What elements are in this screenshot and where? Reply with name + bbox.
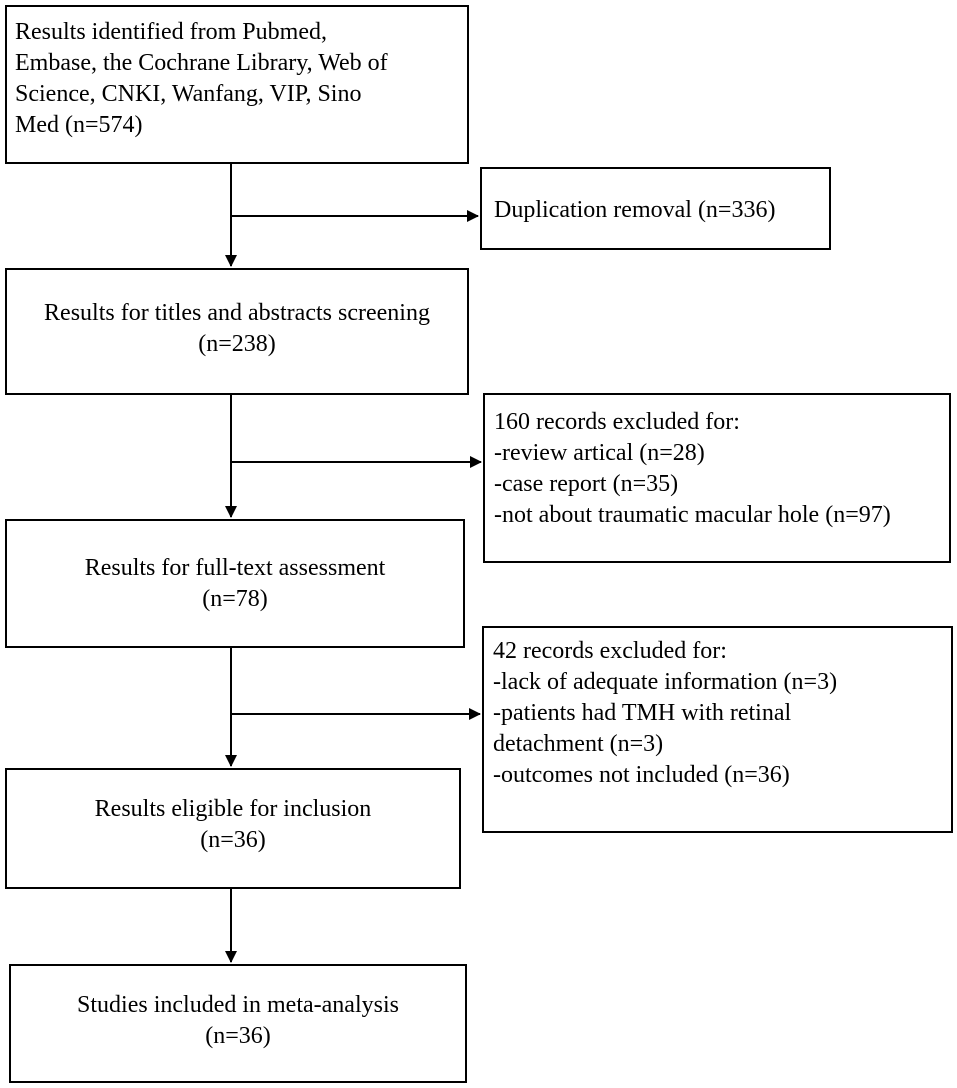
screening-line: Results for titles and abstracts screeni…: [44, 300, 430, 326]
identified-line: Science, CNKI, Wanfang, VIP, Sino: [15, 81, 362, 107]
excluded-1-line: -not about traumatic macular hole (n=97): [494, 502, 891, 528]
included-box: Studies included in meta-analysis (n=36): [9, 964, 467, 1083]
excluded-2-line: -lack of adequate information (n=3): [493, 669, 838, 695]
excluded-1-line: 160 records excluded for:: [494, 409, 740, 435]
excluded-2-line: 42 records excluded for:: [493, 638, 727, 664]
included-line: Studies included in meta-analysis: [77, 992, 399, 1018]
fulltext-box: Results for full-text assessment (n=78): [5, 519, 465, 648]
screening-line: (n=238): [198, 331, 276, 357]
identified-box: Results identified from Pubmed, Embase, …: [5, 5, 469, 164]
fulltext-line: Results for full-text assessment: [84, 555, 386, 581]
excluded-1-line: -case report (n=35): [494, 471, 679, 497]
excluded-2-box: 42 records excluded for: -lack of adequa…: [482, 626, 953, 833]
duplication-box: Duplication removal (n=336): [480, 167, 831, 250]
identified-line: Embase, the Cochrane Library, Web of: [15, 50, 388, 76]
excluded-1-box: 160 records excluded for: -review artica…: [483, 393, 951, 563]
screening-box: Results for titles and abstracts screeni…: [5, 268, 469, 395]
identified-line: Med (n=574): [15, 112, 143, 138]
included-line: (n=36): [205, 1023, 271, 1049]
excluded-2-line: detachment (n=3): [493, 731, 664, 757]
fulltext-line: (n=78): [202, 586, 268, 612]
eligible-box: Results eligible for inclusion (n=36): [5, 768, 461, 889]
eligible-line: Results eligible for inclusion: [94, 796, 372, 822]
duplication-line: Duplication removal (n=336): [494, 197, 776, 223]
excluded-2-line: -patients had TMH with retinal: [493, 700, 792, 726]
excluded-2-line: -outcomes not included (n=36): [493, 762, 790, 788]
identified-line: Results identified from Pubmed,: [15, 19, 327, 45]
excluded-1-line: -review artical (n=28): [494, 440, 705, 466]
eligible-line: (n=36): [200, 827, 266, 853]
